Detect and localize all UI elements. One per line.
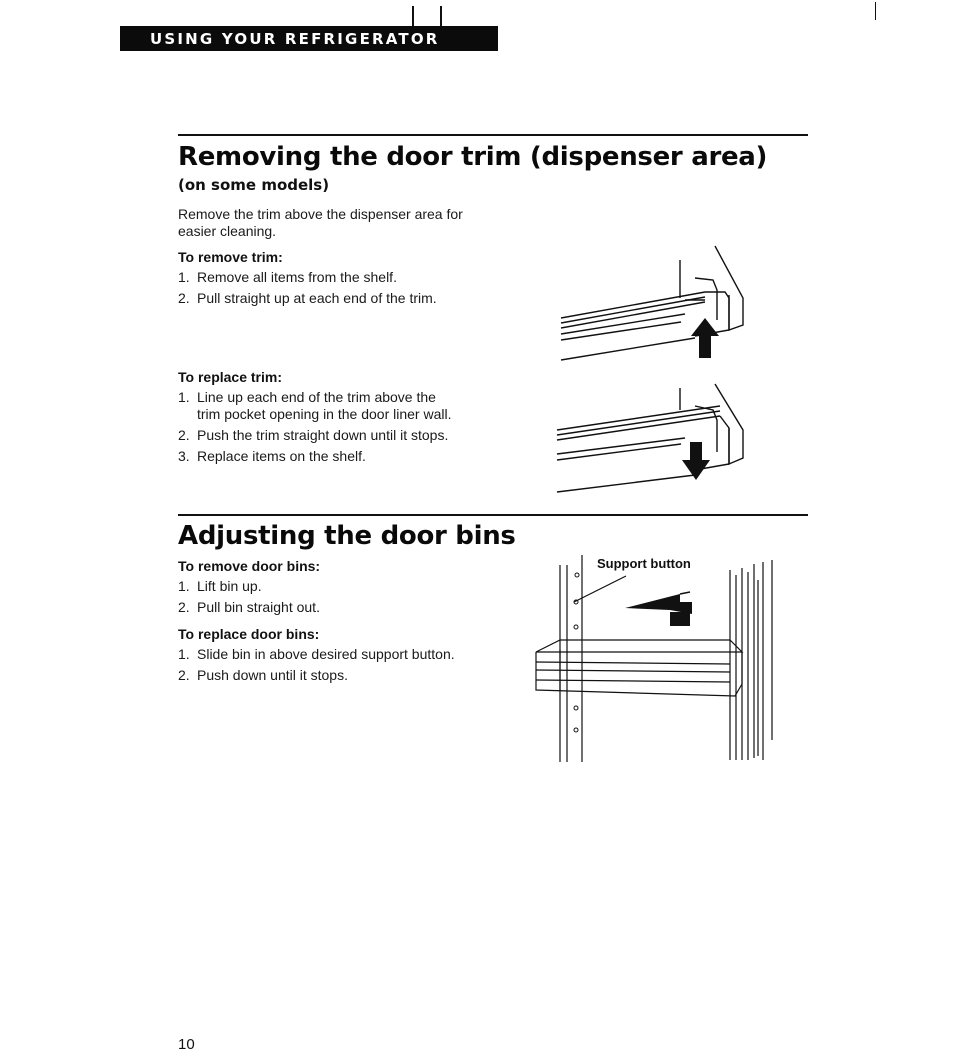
step-number: 1. <box>178 389 190 405</box>
list-item: 1. Remove all items from the shelf. <box>178 269 397 286</box>
step-number: 2. <box>178 667 190 683</box>
list-item: 2. Push down until it stops. <box>178 667 348 684</box>
door-bin-illustration <box>535 555 773 762</box>
step-text: Push down until it stops. <box>197 667 348 683</box>
section-rule <box>178 514 808 516</box>
slide-in-arrow-icon <box>625 591 692 626</box>
step-text: trim pocket opening in the door liner wa… <box>197 406 452 422</box>
section-banner: USING YOUR REFRIGERATOR <box>120 26 498 51</box>
arrow-up-icon <box>691 318 719 358</box>
list-item: 2. Push the trim straight down until it s… <box>178 427 448 444</box>
support-button-icon <box>573 572 580 733</box>
section-title: Adjusting the door bins <box>178 521 516 551</box>
list-item: 1. Line up each end of the trim above the <box>178 389 436 406</box>
list-item: 3. Replace items on the shelf. <box>178 448 366 465</box>
remove-bins-label: To remove door bins: <box>178 558 321 574</box>
step-text: Lift bin up. <box>197 578 262 594</box>
page-number: 10 <box>178 1036 195 1053</box>
replace-trim-label: To replace trim: <box>178 369 282 385</box>
list-item: 2. Pull straight up at each end of the tr… <box>178 290 437 307</box>
step-number: 1. <box>178 269 190 285</box>
section-subtitle: (on some models) <box>178 176 330 194</box>
step-text: Push the trim straight down until it sto… <box>197 427 449 443</box>
arrow-down-icon <box>682 442 710 480</box>
step-text: Slide bin in above desired support butto… <box>197 646 455 662</box>
banner-tick-right <box>440 6 442 26</box>
step-number: 2. <box>178 427 190 443</box>
margin-mark <box>875 2 876 20</box>
step-text: Remove all items from the shelf. <box>197 269 397 285</box>
section-rule <box>178 134 808 136</box>
list-item: 1. Slide bin in above desired support but… <box>178 646 455 663</box>
list-item: 2. Pull bin straight out. <box>178 599 320 616</box>
section-title: Removing the door trim (dispenser area) <box>178 142 768 172</box>
step-number: 1. <box>178 578 190 594</box>
step-number: 2. <box>178 290 190 306</box>
step-number: 3. <box>178 448 190 464</box>
list-item-continuation: trim pocket opening in the door liner wa… <box>197 406 451 423</box>
banner-tick-left <box>412 6 414 26</box>
step-text: Replace items on the shelf. <box>197 448 366 464</box>
trim-replace-illustration <box>556 383 744 493</box>
intro-text: Remove the trim above the dispenser area… <box>178 206 463 239</box>
figure-caption: Support button <box>597 556 691 571</box>
step-number: 1. <box>178 646 190 662</box>
step-number: 2. <box>178 599 190 615</box>
step-text: Pull bin straight out. <box>197 599 320 615</box>
list-item: 1. Lift bin up. <box>178 578 262 595</box>
step-text: Pull straight up at each end of the trim… <box>197 290 437 306</box>
step-text: Line up each end of the trim above the <box>197 389 436 405</box>
replace-bins-label: To replace door bins: <box>178 626 320 642</box>
trim-remove-illustration <box>560 245 744 361</box>
remove-trim-label: To remove trim: <box>178 249 283 265</box>
